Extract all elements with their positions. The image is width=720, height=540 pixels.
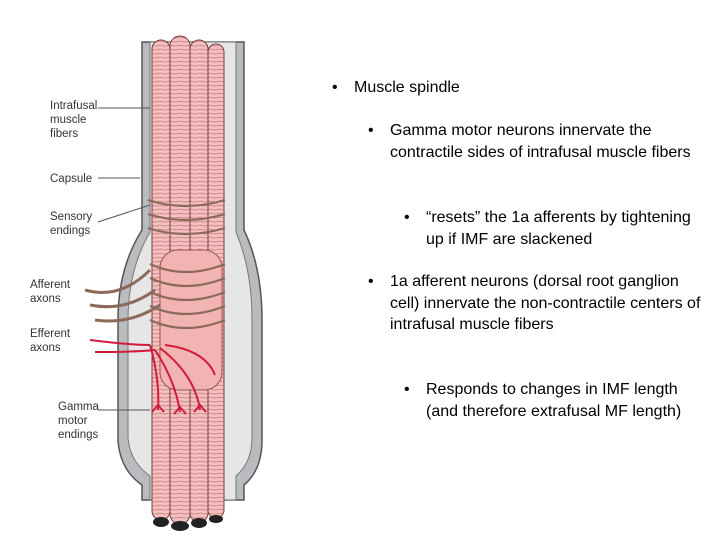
bullet-muscle-spindle: •Muscle spindle — [332, 79, 460, 96]
afferent-axons — [84, 268, 161, 323]
muscle-spindle-diagram: Intrafusal muscle fibers Capsule Sensory… — [30, 35, 263, 531]
leader-lines — [97, 107, 151, 411]
label-efferent-axons: Efferent axons — [30, 328, 73, 354]
bullet-1a-afferent: •1a afferent neurons (dorsal root gangli… — [368, 273, 701, 333]
bullet-text: Muscle spindle — [354, 79, 460, 96]
bullet-resets: •“resets” the 1a afferents by tightening… — [404, 209, 691, 248]
label-gamma-motor-endings: Gamma motor endings — [58, 401, 102, 441]
bullet-text: “resets” the 1a afferents by tightening … — [426, 209, 691, 248]
bullet-responds: •Responds to changes in IMF length (and … — [404, 381, 682, 420]
bullet-gamma-motor: •Gamma motor neurons innervate the contr… — [368, 122, 691, 161]
label-capsule: Capsule — [50, 173, 92, 185]
bullet-text: Gamma motor neurons innervate the contra… — [390, 122, 691, 161]
label-afferent-axons: Afferent axons — [30, 279, 73, 305]
sensory-endings — [147, 198, 226, 330]
bullet-text: 1a afferent neurons (dorsal root ganglio… — [390, 273, 701, 333]
intrafusal-fibers — [151, 35, 225, 525]
label-sensory-endings: Sensory endings — [50, 211, 95, 237]
fiber-ends — [153, 515, 223, 531]
bullet-text: Responds to changes in IMF length (and t… — [426, 381, 682, 420]
label-intrafusal: Intrafusal muscle fibers — [50, 100, 101, 140]
gamma-motor-endings — [151, 403, 207, 415]
